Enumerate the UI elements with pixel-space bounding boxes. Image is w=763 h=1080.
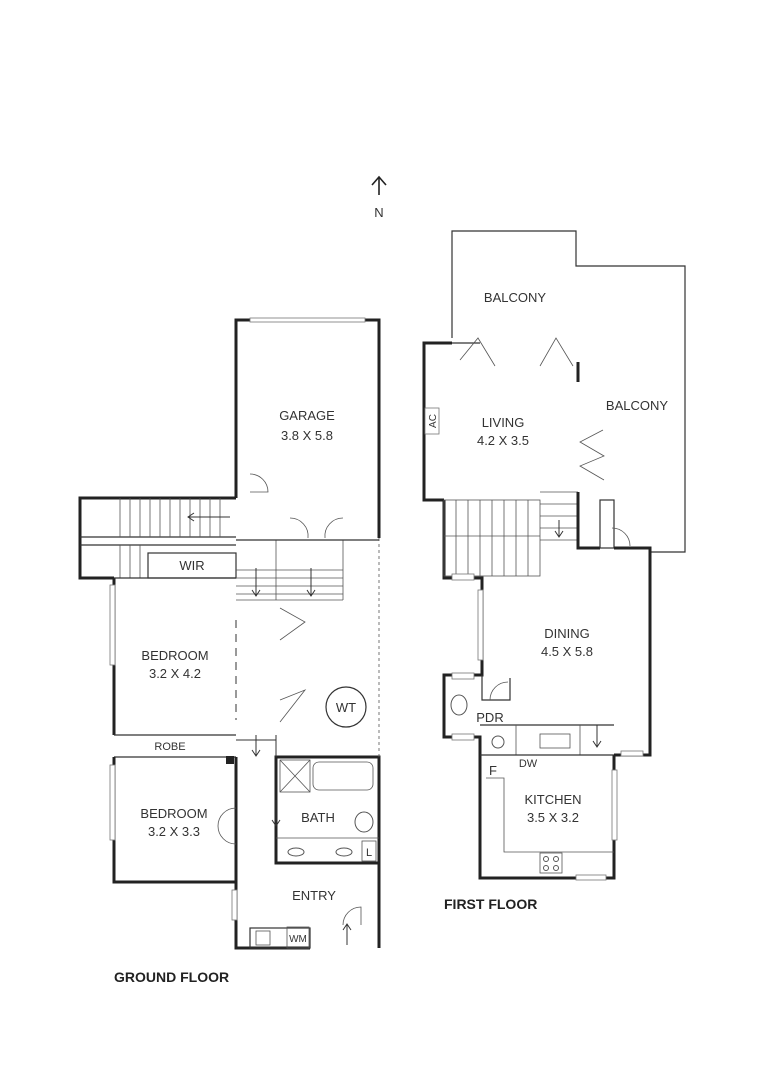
dining-label: DINING bbox=[544, 626, 590, 641]
garage-size: 3.8 X 5.8 bbox=[281, 428, 333, 443]
first-floor-title: FIRST FLOOR bbox=[444, 896, 537, 912]
fridge-label: F bbox=[489, 763, 497, 778]
pdr-label: PDR bbox=[476, 710, 503, 725]
dining-size: 4.5 X 5.8 bbox=[541, 644, 593, 659]
ac-label: AC bbox=[428, 414, 439, 428]
first-floor-plan bbox=[422, 230, 686, 881]
bedroom2-size: 3.2 X 3.3 bbox=[148, 824, 200, 839]
compass-label: N bbox=[374, 205, 383, 220]
ground-floor-title: GROUND FLOOR bbox=[114, 969, 229, 985]
wm-label: WM bbox=[289, 934, 307, 945]
wir-label: WIR bbox=[179, 558, 204, 573]
garage-label: GARAGE bbox=[279, 408, 335, 423]
bedroom1-size: 3.2 X 4.2 bbox=[149, 666, 201, 681]
balcony1-label: BALCONY bbox=[484, 290, 546, 305]
bedroom1-label: BEDROOM bbox=[141, 648, 208, 663]
bedroom2-label: BEDROOM bbox=[140, 806, 207, 821]
north-arrow-icon bbox=[371, 175, 387, 195]
ground-floor-plan bbox=[78, 317, 381, 950]
kitchen-label: KITCHEN bbox=[524, 792, 581, 807]
balcony2-label: BALCONY bbox=[606, 398, 668, 413]
living-size: 4.2 X 3.5 bbox=[477, 433, 529, 448]
living-label: LIVING bbox=[482, 415, 525, 430]
bath-label: BATH bbox=[301, 810, 335, 825]
robe-label: ROBE bbox=[154, 741, 185, 753]
wt-label: WT bbox=[336, 700, 356, 715]
entry-label: ENTRY bbox=[292, 888, 336, 903]
kitchen-size: 3.5 X 3.2 bbox=[527, 810, 579, 825]
dw-label: DW bbox=[519, 758, 538, 770]
laundry-label: L bbox=[366, 847, 372, 859]
